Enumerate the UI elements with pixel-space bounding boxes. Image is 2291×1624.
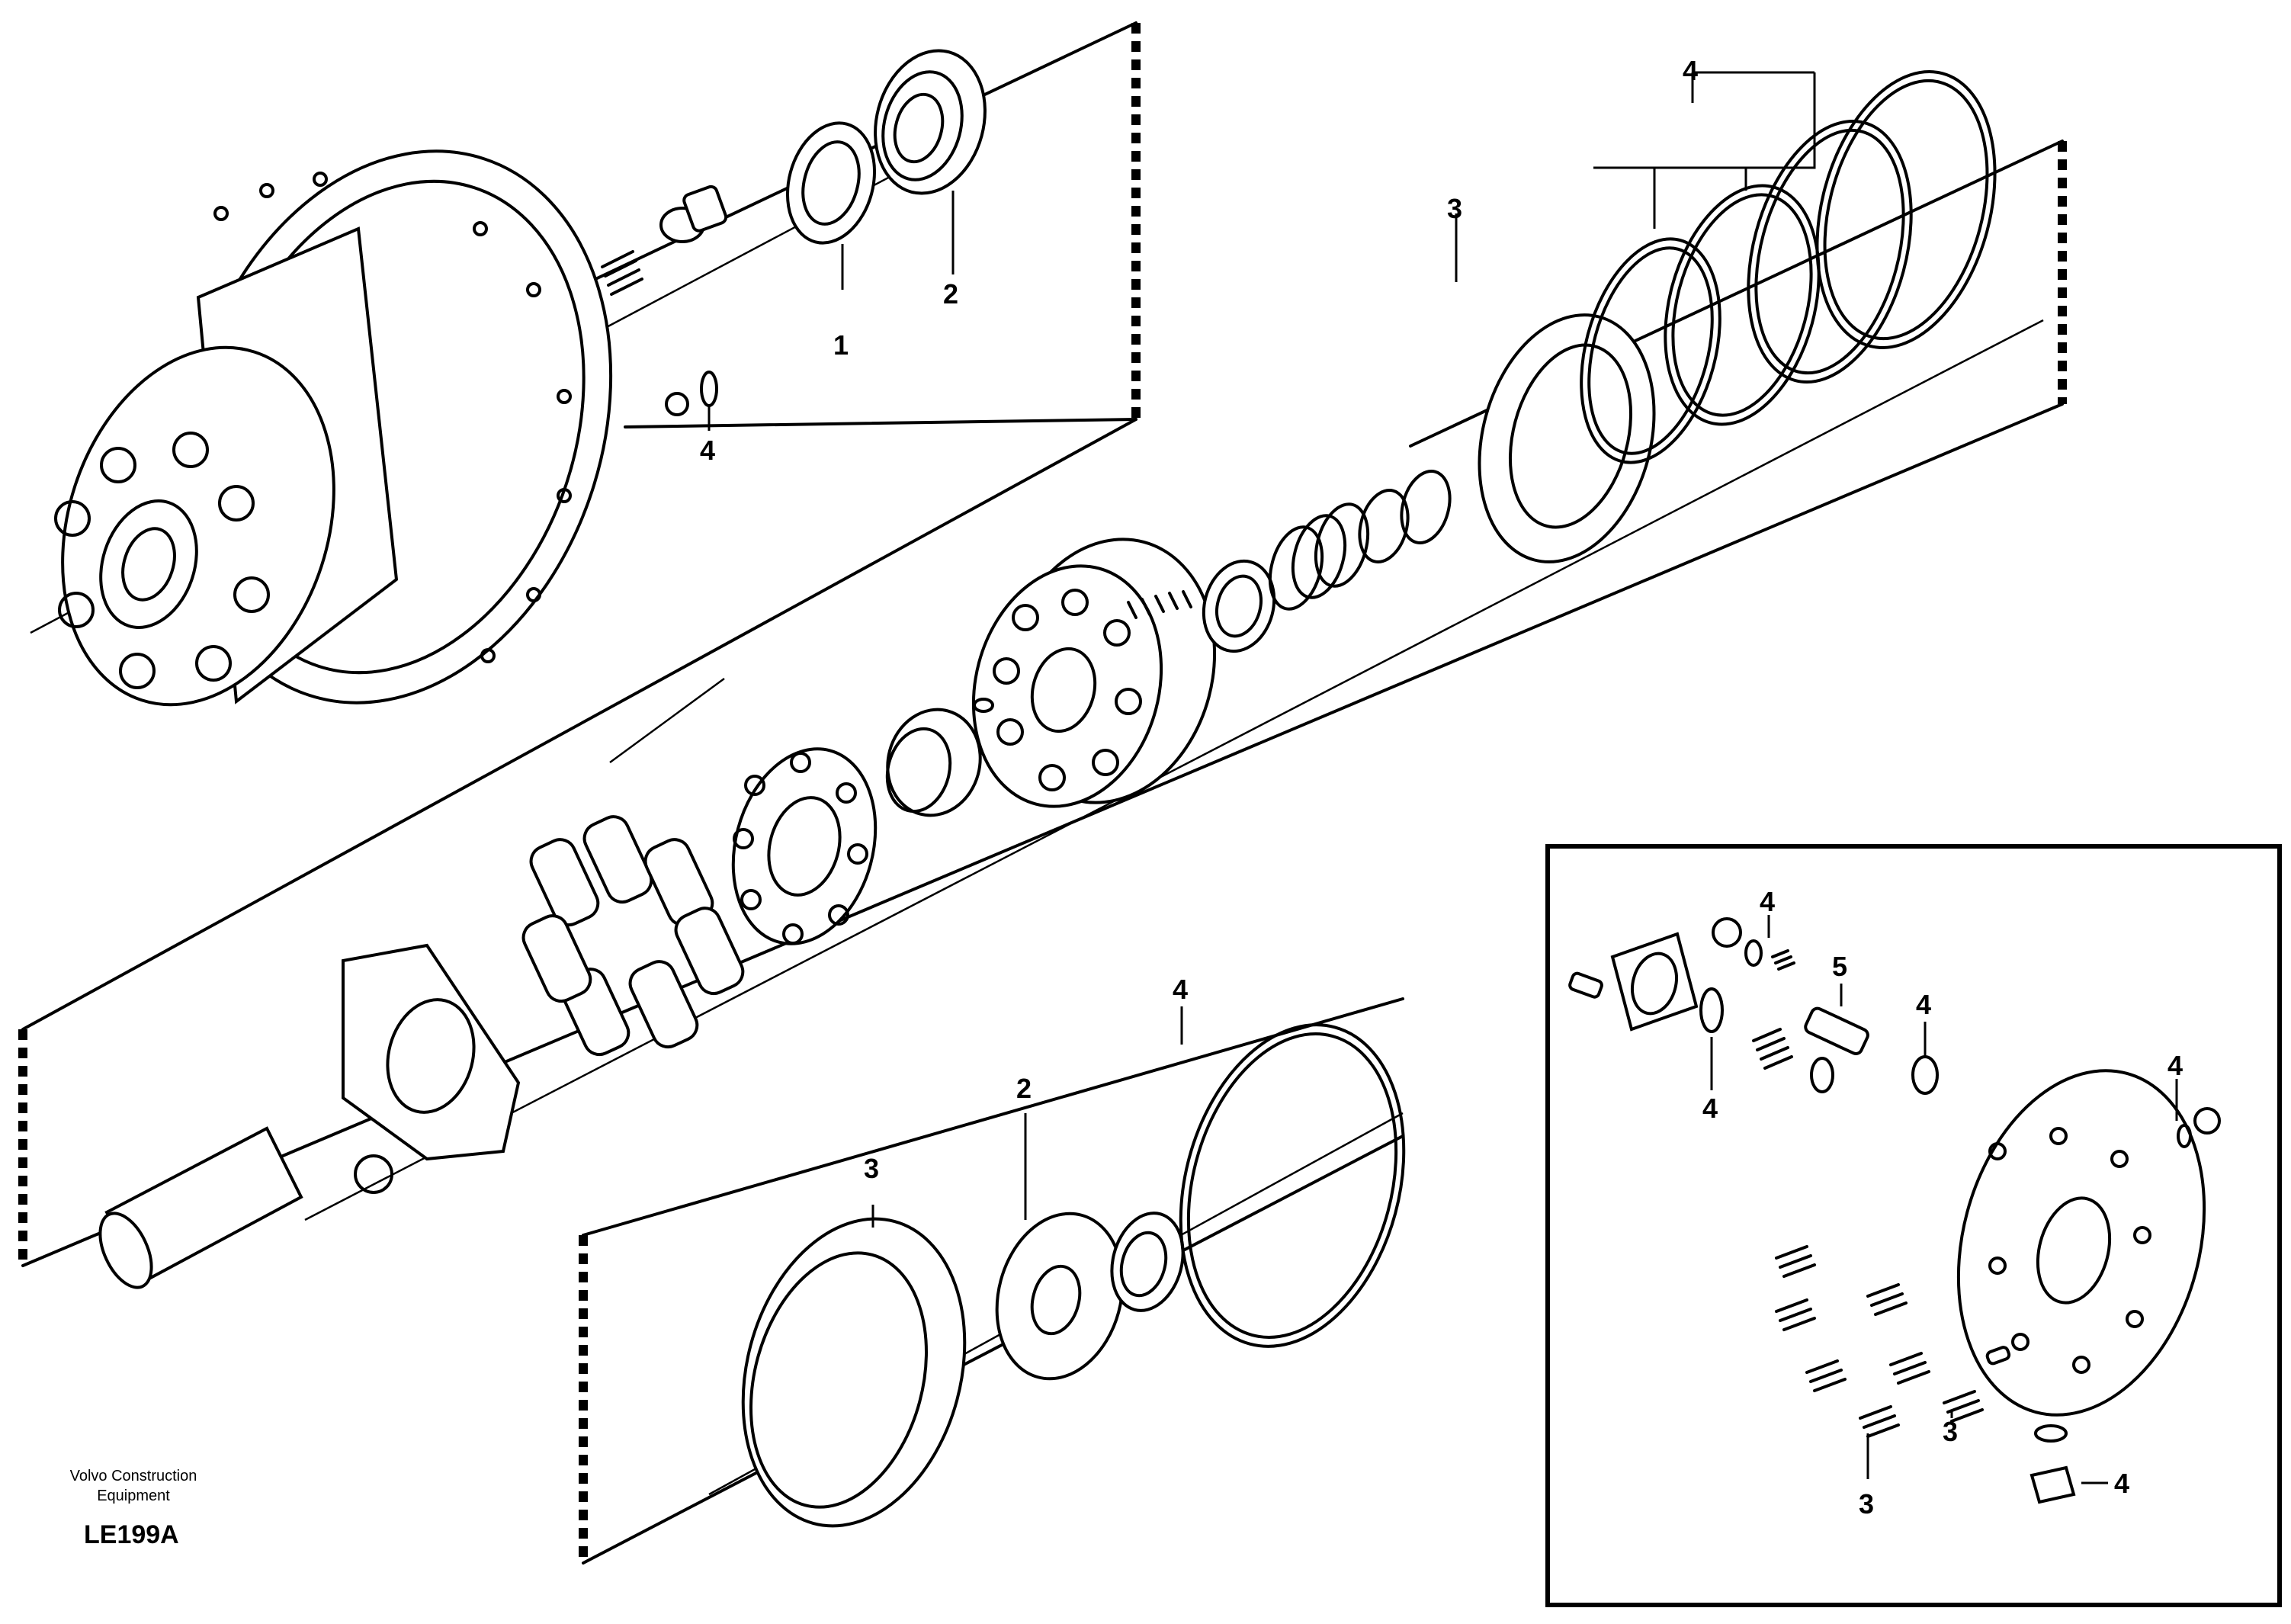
housing-end-face <box>61 345 335 707</box>
cylinder-block <box>971 538 1217 808</box>
needle-bearing <box>885 708 982 817</box>
bearing-top <box>874 49 987 195</box>
inset-spring <box>1752 1028 1793 1070</box>
inset-callout-4-side: 4 <box>2167 1050 2183 1081</box>
callout-ring-group: 4 <box>1683 55 1698 86</box>
inset-pin <box>1985 1346 2011 1366</box>
spring-coil <box>601 250 643 296</box>
brand-line-2: Equipment <box>97 1488 170 1504</box>
pistons <box>521 815 745 1057</box>
pin <box>973 698 994 713</box>
boundary-bottom-top <box>582 997 1404 1237</box>
inset-callout-4-top: 4 <box>1760 886 1775 917</box>
valve-plate <box>995 1212 1125 1381</box>
inset-valve-body <box>1956 1069 2206 1417</box>
leader-lines <box>708 71 1816 1228</box>
callout-large-o-ring: 4 <box>1173 974 1188 1005</box>
inset-callout-4-left: 4 <box>1702 1093 1718 1124</box>
inset-callout-3-bottom: 3 <box>1859 1488 1874 1520</box>
inset-spring-1 <box>1775 1245 1816 1278</box>
callout-bearing-lower: 2 <box>1016 1073 1032 1104</box>
callout-brake-plate: 3 <box>1447 193 1462 224</box>
inset-spring-7 <box>1943 1390 1984 1423</box>
inset-spring-5 <box>1889 1352 1930 1385</box>
drive-shaft <box>98 1126 303 1289</box>
inset-cover-plate <box>1610 932 1699 1032</box>
drawing-code: LE199A <box>84 1520 179 1549</box>
callout-bearing: 2 <box>943 278 958 310</box>
small-plug <box>665 392 689 416</box>
inset-valve-spool <box>1804 1006 1869 1055</box>
inset-callout-3-center: 3 <box>1943 1416 1958 1447</box>
o-ring-small-top <box>700 371 718 407</box>
spring-stack <box>1202 469 1452 653</box>
boundary-bottom-lower <box>582 1135 1404 1565</box>
inset-spring-4 <box>1805 1359 1847 1392</box>
inset-callout-5: 5 <box>1832 951 1847 982</box>
brake-plate <box>1478 313 1656 563</box>
inset-plug-top <box>1712 917 1742 948</box>
inset-spring-2 <box>1775 1298 1816 1331</box>
inset-side-plug <box>2193 1107 2221 1135</box>
inset-bolt <box>1568 971 1603 999</box>
inset-o-ring-b <box>1911 1055 1939 1095</box>
shaft-seal <box>785 121 877 245</box>
inset-spring-6 <box>1859 1405 1900 1438</box>
spline-teeth <box>1127 590 1192 619</box>
inset-callout-4-right: 4 <box>1916 989 1931 1020</box>
seal-ring-group <box>1580 70 1997 464</box>
large-o-ring <box>1179 1023 1406 1348</box>
boundary-lower-diagonal <box>21 403 2064 1267</box>
retainer-plate <box>731 747 878 945</box>
brand-line-1: Volvo Construction <box>70 1468 197 1484</box>
inset-o-ring-a <box>1699 987 1724 1033</box>
inset-callout-4-bottom: 4 <box>2114 1468 2129 1499</box>
axis-middle <box>304 319 2044 1221</box>
relief-spring-assembly <box>601 185 728 416</box>
lower-housing <box>741 1217 967 1528</box>
motor-housing <box>54 149 613 707</box>
section-markers <box>18 23 2067 1563</box>
o-ring-ball <box>354 1154 393 1194</box>
inset-bottom-plug <box>2029 1465 2076 1504</box>
inset-spring-3 <box>1866 1283 1908 1316</box>
callout-seal: 1 <box>833 329 849 361</box>
swash-plate <box>342 943 521 1161</box>
callout-o-ring-small: 4 <box>700 435 715 466</box>
inset-detail: 4 5 4 4 4 3 3 4 <box>1545 844 2282 1607</box>
bearing-lower <box>1110 1212 1185 1312</box>
boundary-upper-diagonal <box>21 418 1137 1031</box>
housing-bore <box>99 499 198 629</box>
callout-lower-housing: 3 <box>864 1153 879 1184</box>
